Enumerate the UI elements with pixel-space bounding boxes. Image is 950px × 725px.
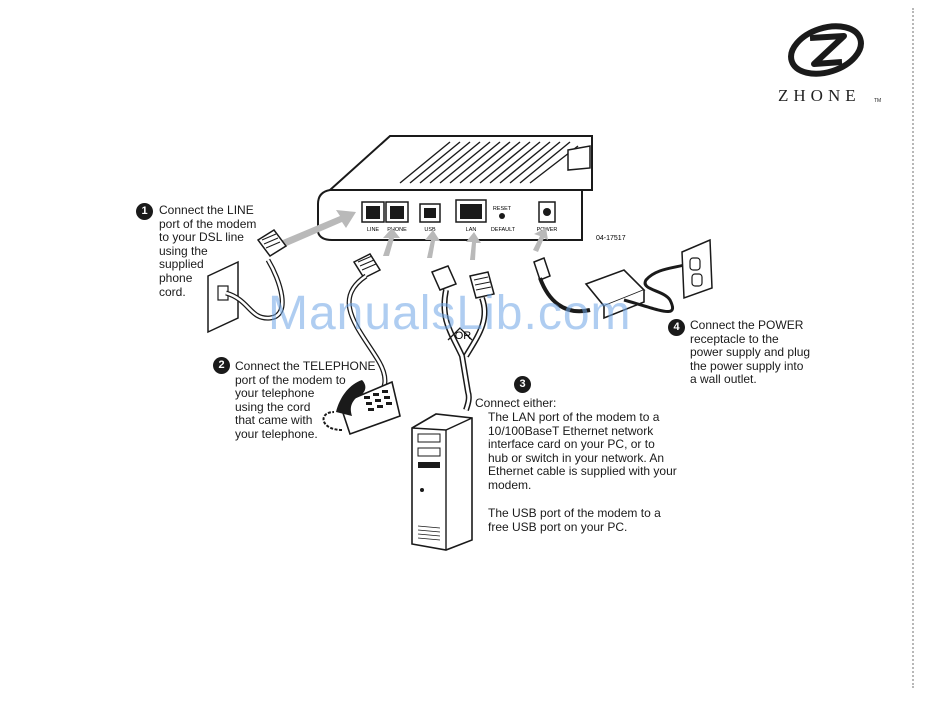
telephone-device — [322, 380, 401, 436]
page-edge-dotted-line — [912, 8, 914, 688]
port-label-phone: PHONE — [387, 227, 407, 233]
pc-tower — [411, 413, 473, 551]
step-3-lan-text: The LAN port of the modem to a 10/100Bas… — [488, 410, 677, 492]
watermark: ManualsLib.com — [268, 287, 632, 340]
step-4-text: Connect the POWER receptacle to the powe… — [690, 318, 811, 387]
modem-device — [317, 135, 593, 241]
step-4-badge: 4 — [668, 319, 685, 336]
step-3-heading: Connect either: — [475, 396, 557, 410]
port-label-power: POWER — [537, 227, 558, 233]
step-1-badge: 1 — [136, 203, 153, 220]
step-2-badge: 2 — [213, 357, 230, 374]
figure-id: 04-17517 — [596, 235, 626, 242]
port-label-reset: RESET — [493, 206, 512, 212]
line-cable-and-wall-jack — [207, 228, 288, 334]
brand-trademark: TM — [874, 98, 882, 104]
usb-lan-cables — [430, 265, 495, 411]
step-2-text: Connect the TELEPHONE port of the modem … — [235, 359, 376, 441]
port-label-default: DEFAULT — [491, 227, 516, 233]
port-label-line: LINE — [367, 227, 380, 233]
port-label-lan: LAN — [466, 227, 477, 233]
step-3-badge: 3 — [514, 376, 531, 393]
power-adapter — [533, 238, 713, 320]
step-3-usb-text: The USB port of the modem to a free USB … — [488, 506, 661, 534]
connection-arrows — [278, 210, 548, 260]
brand-name: ZHONE — [778, 86, 861, 105]
step-1-text: Connect the LINE port of the modem to yo… — [159, 203, 257, 299]
or-bracket-icon — [447, 327, 473, 341]
or-label: OR — [455, 330, 472, 342]
port-label-usb: USB — [424, 227, 436, 233]
zhone-logo-icon — [788, 23, 864, 77]
